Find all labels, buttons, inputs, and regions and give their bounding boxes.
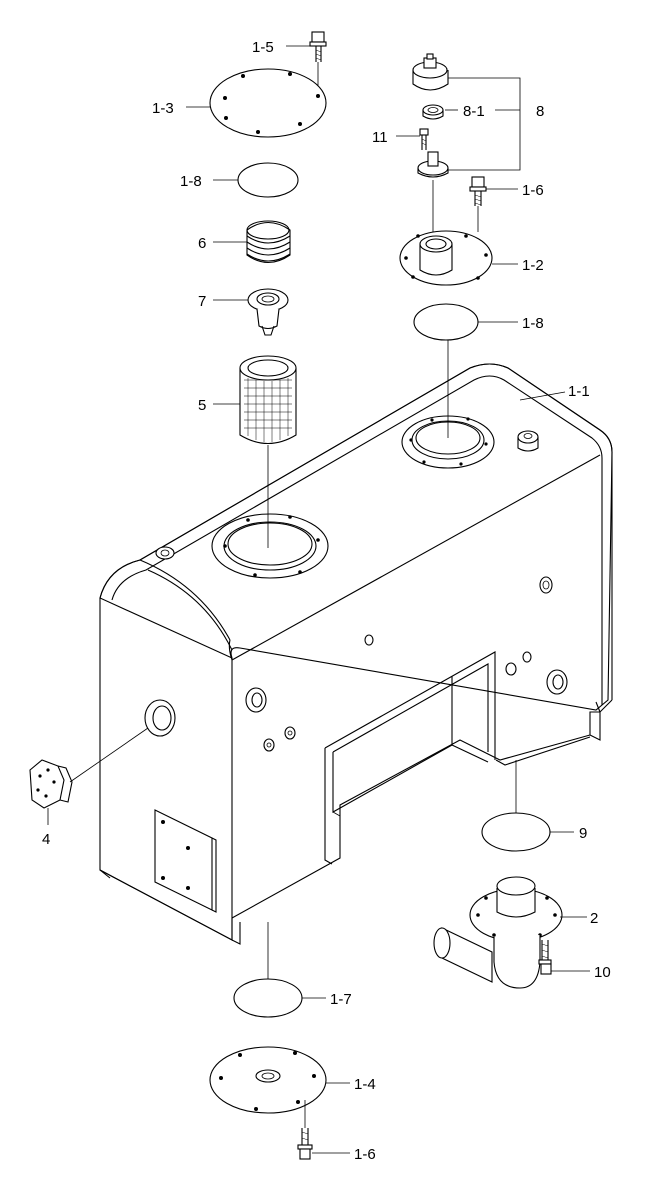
label-4: 4 — [42, 831, 50, 848]
tank-opening-front — [211, 513, 329, 579]
screw-11 — [419, 128, 429, 150]
bolt-10 — [538, 940, 552, 975]
cover-1-2 — [399, 230, 493, 286]
bolt-1-6-lower — [297, 1100, 313, 1160]
label-1-8-upper: 1-8 — [180, 173, 202, 190]
label-1-5: 1-5 — [252, 39, 274, 56]
plug-4 — [29, 727, 149, 825]
label-9: 9 — [579, 825, 587, 842]
label-1-4: 1-4 — [354, 1076, 376, 1093]
label-1-8-lower: 1-8 — [522, 315, 544, 332]
label-11: 11 — [372, 129, 388, 146]
strainer-5 — [239, 355, 297, 445]
label-1-3: 1-3 — [152, 100, 174, 117]
breather-8 — [412, 53, 449, 91]
label-8: 8 — [536, 103, 544, 120]
label-1-6-upper: 1-6 — [522, 182, 544, 199]
gasket-1-8-lower — [413, 303, 479, 341]
cover-plate-1-3 — [209, 68, 327, 138]
label-2: 2 — [590, 910, 598, 927]
bolt-1-6-upper — [469, 176, 487, 232]
elbow-pipe-2 — [433, 876, 563, 989]
label-1-7: 1-7 — [330, 991, 352, 1008]
tank-body — [99, 363, 613, 945]
label-1-2: 1-2 — [522, 257, 544, 274]
spring-6 — [246, 220, 291, 264]
gasket-1-8-upper — [237, 162, 299, 198]
breather-base — [417, 151, 449, 238]
label-8-bracket — [448, 77, 521, 171]
bottom-cover-1-4 — [209, 1046, 327, 1114]
label-6: 6 — [198, 235, 206, 252]
label-10: 10 — [594, 964, 611, 981]
label-5: 5 — [198, 397, 206, 414]
valve-7 — [247, 288, 289, 336]
gasket-1-7 — [233, 922, 303, 1018]
label-1-6-lower: 1-6 — [354, 1146, 376, 1163]
label-7: 7 — [198, 293, 206, 310]
label-1-1: 1-1 — [568, 383, 590, 400]
tank-opening-rear — [401, 415, 495, 469]
element-8-1 — [422, 104, 444, 120]
label-8-1: 8-1 — [463, 103, 485, 120]
gasket-9 — [481, 760, 551, 852]
leader-lines — [186, 45, 590, 1154]
